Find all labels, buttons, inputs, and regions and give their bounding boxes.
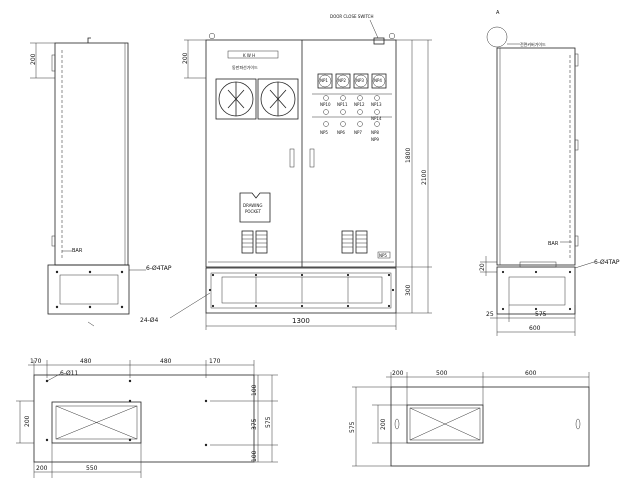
- breaker-np8-label: NP8: [371, 130, 379, 135]
- dim-plan-550: 550: [86, 465, 98, 472]
- front-panel-body: [205, 39, 397, 268]
- kwh-meter-label: K W H: [243, 53, 255, 58]
- dim-plan-200-bottom: 200: [36, 465, 48, 472]
- dim-plan-100-bottom: 100: [251, 450, 258, 462]
- dim-front-base-300: 300: [405, 284, 412, 296]
- side-left-body: [54, 42, 129, 266]
- breaker-np10-label: NP10: [320, 102, 331, 107]
- breaker-np1-label: NP1: [320, 78, 328, 83]
- dim-plan-170-right: 170: [209, 358, 221, 365]
- dim-plan-200-left: 200: [24, 415, 31, 427]
- guide-right-label: 전면커버가이드: [520, 41, 546, 47]
- breaker-np5-label: NP5: [320, 130, 328, 135]
- breaker-np3-label: NP3: [356, 78, 364, 83]
- side-view-left: 200 BAR 6-Ø4TAP: [30, 37, 172, 327]
- plate-label: NP5: [379, 253, 387, 258]
- dim-front-width-1300: 1300: [292, 317, 310, 325]
- breaker-row-2: NP10 NP11 NP12 NP13 NP14: [312, 93, 392, 121]
- breaker-np14-label: NP14: [371, 116, 382, 121]
- tap-left-label: 6-Ø4TAP: [146, 265, 172, 272]
- dim-plan2-600: 600: [525, 370, 537, 377]
- dim-plan-375: 375: [251, 418, 258, 430]
- meter-right: [257, 78, 299, 120]
- louver-left-door: [241, 230, 268, 254]
- side-right-marker-circle: [486, 26, 508, 48]
- dim-plan-100-top: 100: [251, 384, 258, 396]
- dim-plan2-200: 200: [392, 370, 404, 377]
- dim-plan2-500: 500: [436, 370, 448, 377]
- drawing-pocket-label-1: DRAWING: [243, 203, 262, 208]
- dim-plan-480-b: 480: [160, 358, 172, 365]
- kwh-meter-plate: [227, 50, 279, 59]
- dim-right-25: 25: [486, 311, 494, 318]
- bar-left-label: BAR: [72, 248, 83, 254]
- guide-left-label: 동판파선가이드: [232, 64, 258, 70]
- door-handle-left: [289, 148, 295, 168]
- dim-right-20: 20: [479, 263, 486, 271]
- breaker-np13-label: NP13: [371, 102, 382, 107]
- meter-left: [215, 78, 257, 120]
- side-view-right: A 전면커버가이드 BAR 6-Ø4TAP 20 25 575 600: [479, 10, 620, 336]
- top-right-marker: A: [496, 10, 500, 16]
- dim-right-575: 575: [535, 311, 547, 318]
- dim-plan-575: 575: [265, 416, 272, 428]
- plan-view-left: 6-Ø11 170 480 480 170 200 200 550 100 37…: [16, 358, 278, 478]
- bar-right-label: BAR: [548, 241, 559, 247]
- breaker-row-1: NP1 NP2 NP3 NP4: [317, 73, 387, 89]
- dim-side-left-200: 200: [30, 53, 37, 65]
- dim-front-top-200: 200: [182, 52, 189, 64]
- breaker-np2-label: NP2: [338, 78, 346, 83]
- breaker-np7-label: NP7: [354, 130, 362, 135]
- breaker-row-3: NP5 NP6 NP7 NP8 NP9: [312, 116, 392, 142]
- holes-front-label: 24-Ø4: [140, 317, 159, 324]
- drawing-pocket-label-2: POCKET: [245, 209, 262, 214]
- dim-plan2-200-v: 200: [380, 418, 387, 430]
- plan-right-outline: [390, 386, 590, 467]
- dim-front-h-1800: 1800: [405, 148, 412, 163]
- plan-left-opening: [51, 401, 142, 444]
- plan-left-outline: [33, 374, 255, 463]
- door-close-switch-label: DOOR CLOSE SWITCH: [330, 14, 373, 19]
- holes-plan-label: 6-Ø11: [60, 370, 79, 377]
- drawing-pocket: [239, 192, 271, 223]
- breaker-np11-label: NP11: [337, 102, 348, 107]
- breaker-np9-label: NP9: [371, 137, 379, 142]
- side-right-body: [496, 47, 576, 266]
- door-handle-right: [309, 148, 315, 168]
- dim-plan2-575: 575: [349, 421, 356, 433]
- plan-right-opening: [406, 404, 484, 444]
- dim-front-h-2100: 2100: [421, 170, 428, 185]
- breaker-np12-label: NP12: [354, 102, 365, 107]
- side-left-base: [47, 264, 130, 315]
- front-view: DOOR CLOSE SWITCH K W H 동판파선가이드 DRAWING …: [140, 14, 432, 330]
- louver-right-door: [341, 230, 368, 254]
- dim-right-600: 600: [529, 325, 541, 332]
- dim-plan-170-left: 170: [30, 358, 42, 365]
- tap-right-label: 6-Ø4TAP: [594, 259, 620, 266]
- plan-view-right: 200 500 600 575 200: [349, 370, 590, 467]
- dim-plan-480-a: 480: [80, 358, 92, 365]
- side-right-base: [496, 266, 576, 315]
- side-left-eyebolt: [87, 37, 91, 43]
- breaker-np4-label: NP4: [374, 78, 382, 83]
- front-base: [205, 267, 397, 314]
- door-close-switch: [373, 37, 385, 45]
- breaker-np6-label: NP6: [337, 130, 345, 135]
